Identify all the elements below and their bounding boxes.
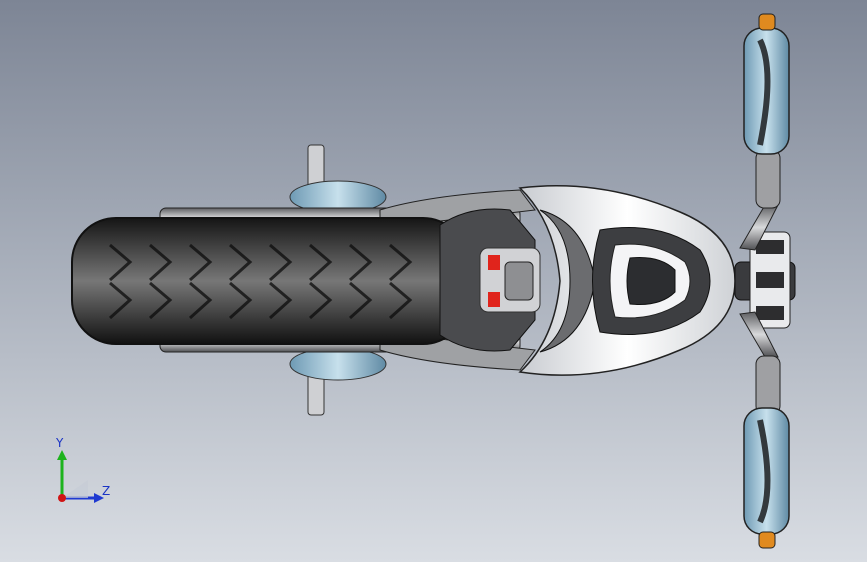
rear-tire (71, 217, 468, 345)
mirror-top (743, 13, 790, 209)
y-axis-label: Y (56, 436, 64, 450)
accent-red-top (488, 255, 500, 270)
indicator-bottom (758, 531, 776, 549)
foot-peg-bottom (289, 347, 387, 416)
coordinate-triad: Y Z (48, 436, 118, 510)
z-axis-label: Z (102, 484, 111, 498)
handlebar-stem (734, 204, 796, 358)
mirror-bottom (743, 355, 790, 549)
y-axis-arrow (57, 450, 67, 460)
indicator-top (758, 13, 776, 31)
accent-red-bottom (488, 292, 500, 307)
z-axis-arrow (94, 493, 104, 503)
seat-body (439, 208, 541, 352)
foot-peg-top (289, 144, 387, 214)
x-axis-dot (58, 494, 66, 502)
main-fairing (518, 184, 736, 376)
triad-axes (57, 450, 104, 503)
